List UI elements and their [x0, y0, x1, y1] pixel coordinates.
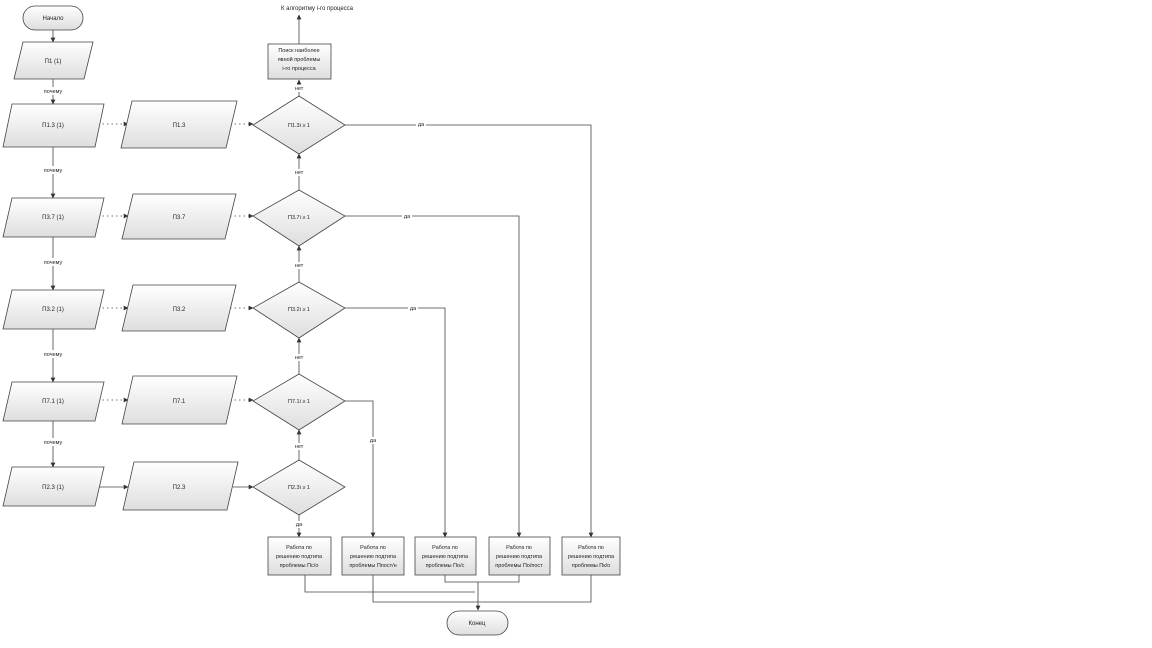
work-box-line: Работа по — [360, 545, 386, 551]
why-label: почему — [44, 260, 63, 266]
yes-label: да — [418, 122, 425, 128]
yes-label: да — [296, 522, 303, 528]
decision-label: П7.1i ≥ 1 — [288, 399, 310, 405]
work-box-line: проблемы По/с — [426, 563, 465, 569]
work-boxes: Работа по решению подтипа проблемы Пс/о … — [267, 536, 621, 576]
decision-node: П2.3i ≥ 1 — [252, 459, 346, 516]
start-terminal: Начало — [22, 5, 84, 31]
work-box-line: проблемы Пс/о — [280, 563, 319, 569]
work-box-line: решению подтипа — [568, 554, 615, 560]
end-label: Конец — [469, 621, 486, 627]
left-node-label: П3.2 (1) — [42, 307, 64, 313]
no-label: нет — [295, 170, 304, 176]
middle-node: П3.7 — [121, 193, 237, 240]
left-node-label: П3.7 (1) — [42, 215, 64, 221]
left-node-label: П7.1 (1) — [42, 399, 64, 405]
middle-node-label: П3.2 — [173, 307, 186, 313]
work-box: Работа по решению подтипа проблемы Ппост… — [341, 536, 405, 576]
middle-node-label: П1.3 — [173, 123, 186, 129]
left-node: П1.3 (1) — [2, 103, 105, 148]
decision-label: П2.3i ≥ 1 — [288, 485, 310, 491]
yes-label: да — [410, 306, 417, 312]
middle-column: П1.3 П3.7 П3.2 П7.1 П2.3 — [120, 100, 239, 511]
middle-node-label: П2.3 — [173, 485, 186, 491]
middle-node: П1.3 — [120, 100, 238, 149]
work-box-line: Работа по — [286, 545, 312, 551]
no-label: нет — [295, 444, 304, 450]
work-box: Работа по решению подтипа проблемы Пк/о — [561, 536, 621, 576]
decisions: П1.3i ≥ 1 П3.7i ≥ 1 П3.2i ≥ 1 П7.1i ≥ 1 … — [252, 95, 346, 516]
yes-labels: да да да да да — [294, 121, 426, 528]
decision-label: П1.3i ≥ 1 — [288, 123, 310, 129]
why-label: почему — [44, 440, 63, 446]
work-box: Работа по решению подтипа проблемы Пс/о — [267, 536, 332, 576]
work-box-line: проблемы По/пост — [495, 563, 543, 569]
yes-label: да — [404, 214, 411, 220]
search-box-line: явной проблемы — [278, 56, 321, 63]
middle-node-label: П7.1 — [173, 399, 186, 405]
no-label: нет — [295, 263, 304, 269]
work-box-line: решению подтипа — [276, 554, 323, 560]
decision-node: П7.1i ≥ 1 — [252, 373, 346, 431]
decision-node: П3.2i ≥ 1 — [252, 281, 346, 339]
left-node: П3.7 (1) — [2, 197, 105, 238]
search-box-line: i-го процесса — [282, 66, 316, 72]
yes-label: да — [370, 438, 377, 444]
left-node-label: П1.3 (1) — [42, 123, 64, 129]
work-box: Работа по решению подтипа проблемы По/с — [414, 536, 477, 576]
work-box-line: проблемы Пк/о — [572, 563, 610, 569]
decision-label: П3.2i ≥ 1 — [288, 307, 310, 313]
left-node: П7.1 (1) — [2, 381, 105, 422]
middle-node: П7.1 — [121, 375, 238, 425]
start-label: Начало — [43, 16, 65, 22]
left-node: П2.3 (1) — [2, 466, 105, 507]
work-box-line: проблемы Ппост/н — [349, 563, 396, 569]
why-label: почему — [44, 89, 63, 95]
work-box-line: Работа по — [578, 545, 604, 551]
left-node: П3.2 (1) — [2, 289, 105, 330]
left-node-label: П1 (1) — [45, 59, 62, 65]
decision-node: П3.7i ≥ 1 — [252, 189, 346, 247]
left-node-label: П2.3 (1) — [42, 485, 64, 491]
decision-node: П1.3i ≥ 1 — [252, 95, 346, 155]
work-box-line: решению подтипа — [350, 554, 397, 560]
work-box-line: Работа по — [432, 545, 458, 551]
middle-node-label: П3.7 — [173, 215, 186, 221]
left-column: П1 (1) П1.3 (1) П3.7 (1) П3.2 (1) П7.1 (… — [2, 41, 105, 507]
decision-label: П3.7i ≥ 1 — [288, 215, 310, 221]
no-label: нет — [295, 86, 304, 92]
work-box: Работа по решению подтипа проблемы По/по… — [488, 536, 551, 576]
middle-node: П3.2 — [121, 284, 237, 332]
middle-node: П2.3 — [122, 461, 239, 511]
work-box-line: Работа по — [506, 545, 532, 551]
why-label: почему — [44, 352, 63, 358]
work-box-line: решению подтипа — [422, 554, 469, 560]
end-terminal: Конец — [446, 610, 509, 636]
left-node: П1 (1) — [13, 41, 94, 80]
work-box-line: решению подтипа — [496, 554, 543, 560]
top-target-label: К алгоритму i-го процесса — [281, 6, 354, 12]
search-box: Поиск наиболее явной проблемы i-го проце… — [267, 43, 332, 80]
no-labels: нет нет нет нет нет — [292, 85, 307, 450]
why-labels: почему почему почему почему почему — [40, 87, 67, 446]
no-label: нет — [295, 355, 304, 361]
why-label: почему — [44, 168, 63, 174]
search-box-line: Поиск наиболее — [278, 48, 319, 54]
